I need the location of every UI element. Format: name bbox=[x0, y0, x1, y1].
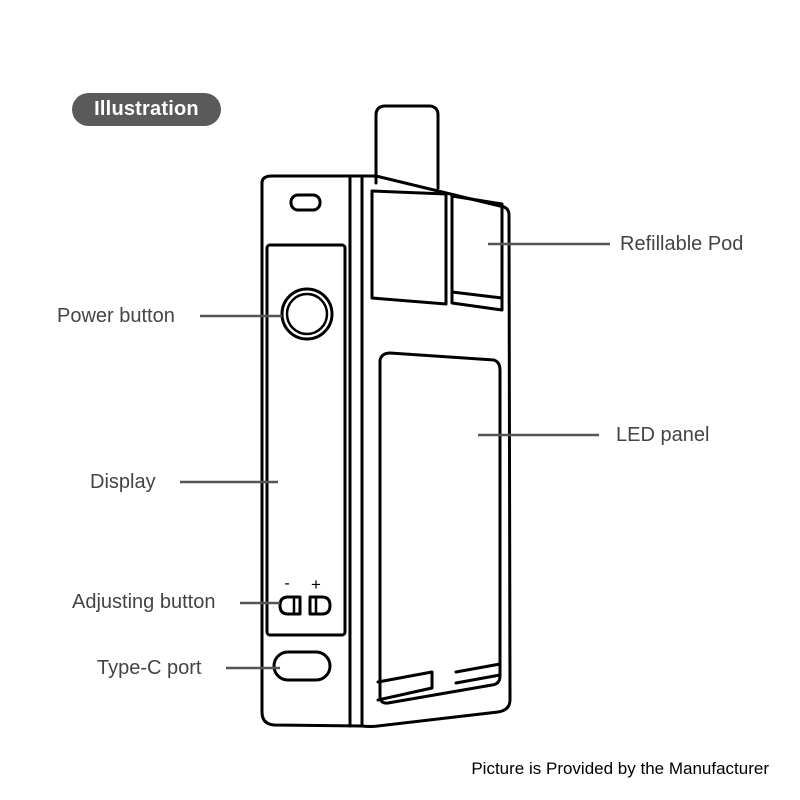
device-body bbox=[260, 174, 512, 728]
plus-sign: + bbox=[311, 575, 321, 594]
illustration-badge: Illustration bbox=[72, 93, 221, 126]
label-power-button: Power button bbox=[57, 305, 175, 327]
plus-button bbox=[308, 595, 332, 616]
pod-line bbox=[450, 290, 504, 300]
pod-window-right bbox=[450, 194, 504, 312]
label-refillable-pod: Refillable Pod bbox=[620, 233, 744, 255]
top-slot bbox=[289, 193, 322, 212]
pod-window bbox=[370, 189, 448, 306]
minus-button bbox=[278, 595, 302, 616]
manufacturer-credit: Picture is Provided by the Manufacturer bbox=[471, 759, 769, 778]
minus-sign: - bbox=[284, 575, 289, 592]
led-panel-frame bbox=[378, 351, 502, 705]
label-type-c-port: Type-C port bbox=[97, 657, 202, 679]
type-c-port-shape bbox=[272, 650, 332, 682]
mouthpiece bbox=[374, 104, 440, 190]
power-button-outer bbox=[280, 287, 334, 341]
power-button-inner bbox=[285, 292, 329, 336]
label-led-panel: LED panel bbox=[616, 424, 710, 446]
label-adjusting-button: Adjusting button bbox=[72, 591, 216, 613]
label-display: Display bbox=[90, 471, 156, 493]
display-frame bbox=[265, 243, 347, 637]
